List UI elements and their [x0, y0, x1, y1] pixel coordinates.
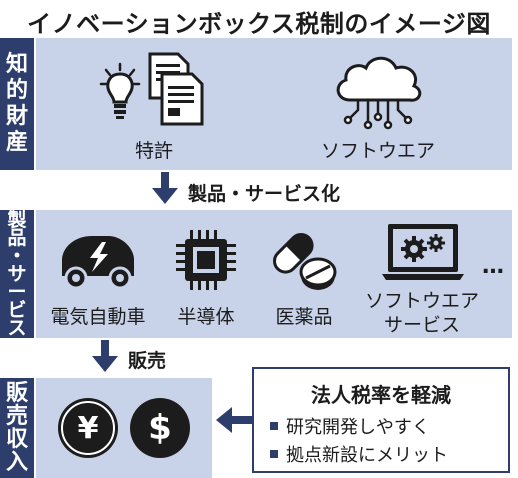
chip-icon [176, 230, 236, 290]
side-char: 入 [5, 450, 28, 475]
bullet-square-icon [270, 450, 278, 458]
side-char: サ [7, 263, 27, 285]
bullet-square-icon [270, 422, 278, 430]
yen-coin-icon: ¥ [58, 398, 118, 458]
bullet-text: 拠点新設にメリット [286, 445, 448, 466]
item-label-ev: 電気自動車 [50, 306, 146, 328]
yen-symbol: ¥ [61, 401, 115, 455]
down-arrow-icon [92, 340, 118, 372]
item-label-chip: 半導体 [177, 306, 235, 328]
side-char: 販 [5, 381, 28, 406]
side-char: ・ [7, 245, 27, 267]
side-char: 品 [7, 227, 27, 249]
arrow-label-sales: 販売 [128, 350, 167, 372]
side-char: 財 [5, 104, 28, 129]
side-char: 産 [5, 130, 28, 155]
benefit-title: 法人税率を軽減 [311, 383, 451, 407]
item-label-software: ソフトウエア [320, 140, 435, 162]
monitor-gears-icon [382, 224, 464, 280]
side-char: 的 [5, 78, 28, 103]
arrow-label-productize: 製品・サービス化 [188, 183, 341, 205]
side-char: 売 [5, 404, 28, 429]
cloud-software-icon [336, 56, 422, 130]
patent-icon [99, 52, 204, 126]
left-arrow-icon [216, 407, 252, 433]
item-label-medicine: 医薬品 [275, 306, 333, 328]
more-ellipsis: … [482, 254, 504, 279]
electric-car-icon [62, 236, 134, 290]
benefit-bullet: 研究開発しやすく [270, 413, 430, 439]
side-label-ip: 知 的 財 産 [0, 38, 34, 170]
medicine-icon [273, 233, 337, 290]
dollar-coin-icon: $ [130, 398, 190, 458]
benefit-bullet: 拠点新設にメリット [270, 441, 448, 467]
down-arrow-icon [152, 172, 178, 204]
panel-revenue: ¥ $ [36, 378, 212, 478]
panel-products: 電気自動車 半導体 医薬品 [36, 210, 512, 338]
bullet-text: 研究開発しやすく [286, 417, 430, 438]
item-label-software-service-1: ソフトウエア [364, 290, 479, 312]
side-label-products: 製 品 ・ サ ー ビ ス [0, 210, 34, 338]
side-char: ー [7, 281, 27, 303]
side-char: 収 [5, 427, 28, 452]
side-char: 製 [7, 209, 27, 231]
side-char: 知 [5, 52, 28, 77]
side-char: ビ [7, 299, 27, 321]
item-label-software-service-2: サービス [383, 314, 460, 336]
panel-ip: 特許 ソフトウエア [36, 38, 512, 170]
benefit-box: 法人税率を軽減 研究開発しやすく 拠点新設にメリット [252, 367, 510, 473]
item-label-patent: 特許 [134, 140, 173, 162]
diagram-title: イノベーションボックス税制のイメージ図 [27, 10, 491, 38]
side-label-revenue: 販 売 収 入 [0, 378, 34, 478]
side-char: ス [7, 317, 27, 339]
